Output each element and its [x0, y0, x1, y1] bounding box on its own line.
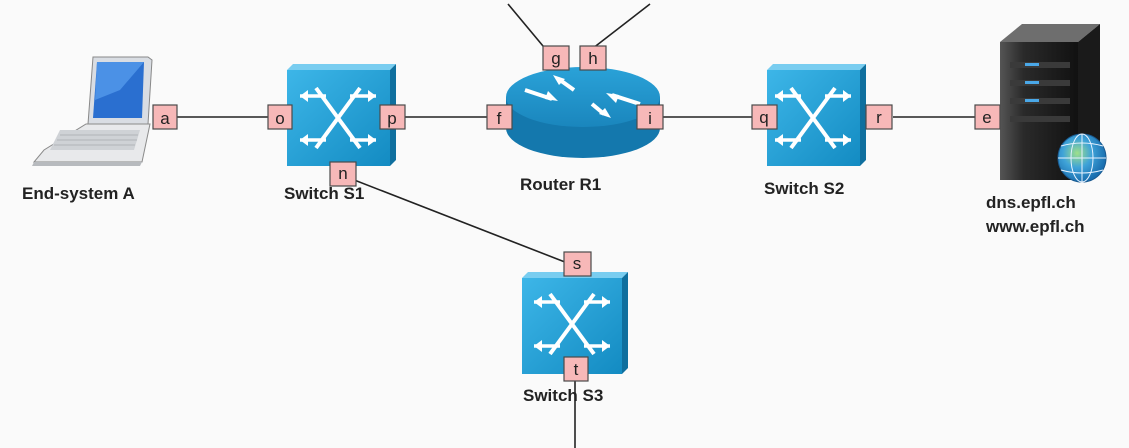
port-e: e [974, 104, 1001, 130]
switch-s2-icon [767, 64, 866, 166]
server-label-line1: dns.epfl.ch [986, 193, 1076, 212]
port-g: g [542, 45, 570, 71]
port-i: i [636, 104, 664, 130]
port-q-label: q [759, 108, 768, 127]
port-o-label: o [275, 109, 284, 128]
port-q: q [751, 104, 778, 130]
switch-s3-label: Switch S3 [523, 386, 603, 405]
port-e-label: e [982, 108, 991, 127]
port-f-label: f [497, 109, 502, 128]
port-a: a [152, 104, 178, 130]
server-label-line2: www.epfl.ch [985, 217, 1085, 236]
router-r1-label: Router R1 [520, 175, 601, 194]
port-t-label: t [574, 360, 579, 379]
port-i-label: i [648, 109, 652, 128]
port-s: s [563, 251, 592, 277]
end-system-a-label: End-system A [22, 184, 135, 203]
port-p: p [379, 104, 406, 130]
link-n-s [343, 175, 571, 265]
link-g-up [507, 3, 549, 53]
laptop-icon [32, 56, 153, 166]
switch-s1-label: Switch S1 [284, 184, 364, 203]
port-h: h [579, 45, 607, 71]
router-r1-icon [506, 67, 660, 158]
port-o: o [267, 104, 293, 130]
port-t: t [563, 356, 589, 382]
port-n: n [329, 161, 357, 187]
port-f: f [486, 104, 513, 130]
link-h-up [587, 3, 651, 53]
links [176, 3, 975, 448]
port-h-label: h [588, 49, 597, 68]
port-p-label: p [387, 109, 396, 128]
switch-s2-label: Switch S2 [764, 179, 844, 198]
globe-icon [1057, 133, 1107, 183]
port-s-label: s [573, 254, 582, 273]
switch-s1-icon [287, 64, 396, 166]
port-n-label: n [338, 164, 347, 183]
port-r: r [865, 104, 893, 130]
port-g-label: g [551, 49, 560, 68]
port-a-label: a [160, 109, 170, 128]
port-r-label: r [876, 108, 882, 127]
